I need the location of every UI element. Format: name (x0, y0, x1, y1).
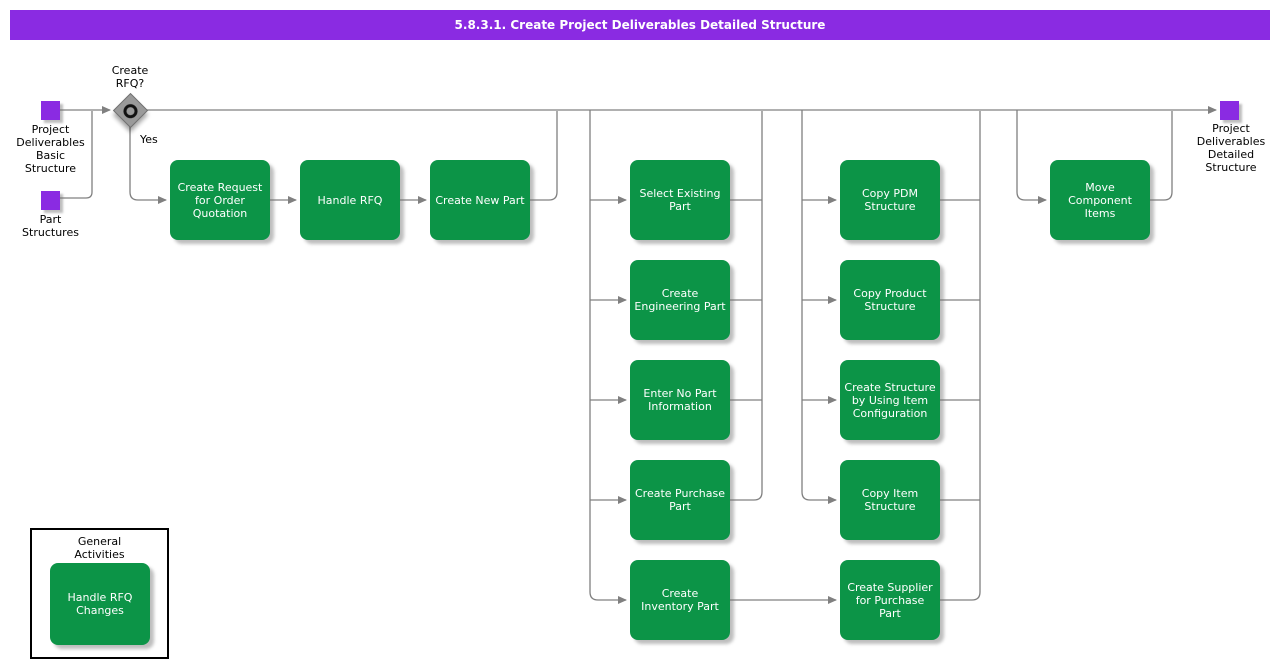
diagram-title: 5.8.3.1. Create Project Deliverables Det… (454, 18, 826, 32)
task-copy-pdm-structure[interactable]: Copy PDM Structure (840, 160, 940, 240)
end-event-detailed-structure[interactable] (1220, 101, 1239, 120)
edge-dist-left-vertical (589, 110, 627, 604)
task-copy-item-structure[interactable]: Copy Item Structure (840, 460, 940, 540)
task-handle-rfq-changes[interactable]: Handle RFQ Changes (50, 563, 150, 645)
task-enter-no-part-information[interactable]: Enter No Part Information (630, 360, 730, 440)
task-create-inventory-part[interactable]: Create Inventory Part (630, 560, 730, 640)
edge-collect-right-vertical (940, 111, 981, 601)
general-activities-title: General Activities (74, 535, 125, 561)
edge-dist-right-vertical (801, 110, 837, 504)
start-event-part-structures[interactable] (41, 191, 60, 210)
general-activities-group: General Activities Handle RFQ Changes (30, 528, 169, 659)
diagram-title-bar: 5.8.3.1. Create Project Deliverables Det… (10, 10, 1270, 40)
start-event-part-structures-label: Part Structures (22, 213, 79, 239)
edge-from-move-component (1150, 111, 1173, 201)
start-event-basic-structure-label: Project Deliverables Basic Structure (16, 123, 85, 175)
decision-label: Create RFQ? (111, 64, 149, 90)
gateway-circle-icon (120, 100, 141, 121)
task-move-component-items[interactable]: Move Component Items (1050, 160, 1150, 240)
yes-branch-label: Yes (140, 133, 158, 146)
edge-collect-left-vertical (730, 111, 763, 501)
edge-newpart-to-main (530, 111, 558, 201)
decision-create-rfq-gateway[interactable] (112, 92, 149, 129)
task-copy-product-structure[interactable]: Copy Product Structure (840, 260, 940, 340)
task-create-purchase-part[interactable]: Create Purchase Part (630, 460, 730, 540)
task-create-supplier-for-purchase-part[interactable]: Create Supplier for Purchase Part (840, 560, 940, 640)
task-select-existing-part[interactable]: Select Existing Part (630, 160, 730, 240)
task-create-request-for-order-quotation[interactable]: Create Request for Order Quotation (170, 160, 270, 240)
task-create-structure-by-item-configuration[interactable]: Create Structure by Using Item Configura… (840, 360, 940, 440)
task-create-engineering-part[interactable]: Create Engineering Part (630, 260, 730, 340)
start-event-basic-structure[interactable] (41, 101, 60, 120)
task-create-new-part[interactable]: Create New Part (430, 160, 530, 240)
task-handle-rfq[interactable]: Handle RFQ (300, 160, 400, 240)
end-event-detailed-structure-label: Project Deliverables Detailed Structure (1196, 122, 1266, 174)
edge-to-move-component (1016, 110, 1047, 204)
